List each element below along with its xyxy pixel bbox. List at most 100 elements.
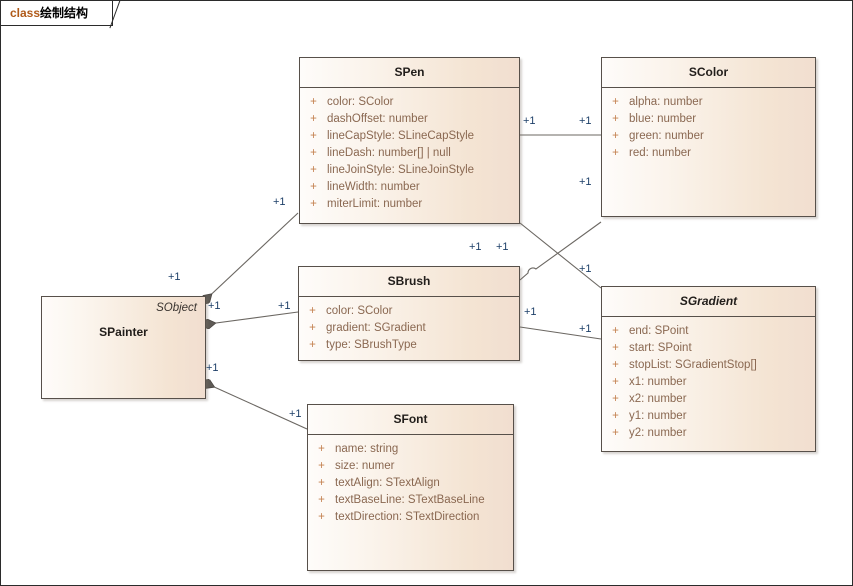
attribute-visibility: + [310,164,317,176]
link-sbrush-scolor[interactable] [519,221,602,281]
attribute-row: +lineJoinStyle: SLineJoinStyle [300,162,519,179]
attribute-row: + gradient: SGradient [299,320,519,337]
attribute-row: + x1: number [602,374,815,391]
class-box-sbrush[interactable]: SBrush +color: SColor + gradient: SGradien… [298,266,520,361]
class-box-spainter[interactable]: SObject SPainter [41,296,206,399]
attribute-row: + textAlign: STextAlign [308,475,513,492]
attribute-visibility: + [612,427,619,439]
attribute-visibility: + [612,113,619,125]
multiplicity-pen-gradient-source: +1 [469,241,482,253]
attribute-visibility: + [612,96,619,108]
attribute-signature: color: SColor [326,305,393,317]
spen-class-name: SPen [300,58,519,88]
attribute-signature: lineWidth: number [327,181,420,193]
attribute-signature: start: SPoint [629,342,692,354]
attribute-signature: textDirection: STextDirection [335,511,480,523]
sbrush-class-name: SBrush [299,267,519,297]
attribute-signature: size: numer [335,460,395,472]
multiplicity-pen-gradient-target: +1 [579,263,592,275]
attribute-visibility: + [318,511,325,523]
attribute-row: + size: numer [308,458,513,475]
link-spainter-spen[interactable] [201,212,299,304]
attribute-signature: x1: number [629,376,687,388]
attribute-signature: stopList: SGradientStop[] [629,359,757,371]
attribute-signature: name: string [335,443,399,455]
attribute-row: +x2: number [602,391,815,408]
attribute-signature: miterLimit: number [327,198,423,210]
attribute-signature: dashOffset: number [327,113,428,125]
class-box-scolor[interactable]: SColor +alpha: number+blue: number+green… [601,57,816,217]
attribute-visibility: + [612,376,619,388]
attribute-signature: type: SBrushType [326,339,417,351]
attribute-visibility: + [612,130,619,142]
attribute-visibility: + [612,359,619,371]
attribute-row: +name: string [308,441,513,458]
attribute-row: +red: number [602,145,815,162]
attribute-row: + stopList: SGradientStop[] [602,357,815,374]
attribute-visibility: + [310,113,317,125]
attribute-visibility: + [612,410,619,422]
multiplicity-painter-brush-target: +1 [278,300,291,312]
multiplicity-painter-pen-target: +1 [273,196,286,208]
attribute-visibility: + [310,147,317,159]
link-sbrush-sgradient[interactable] [519,326,602,340]
attribute-signature: gradient: SGradient [326,322,426,334]
diagram-tab[interactable]: class绘制结构 [1,1,121,29]
multiplicity-painter-brush-source: +1 [208,300,221,312]
multiplicity-brush-color-source: +1 [496,241,509,253]
attribute-visibility: + [318,477,325,489]
attribute-row: + start: SPoint [602,340,815,357]
attribute-row: + y2: number [602,425,815,442]
attribute-visibility: + [612,342,619,354]
sfont-attribute-list: +name: string+size: numer+textAlign: STe… [308,435,513,530]
spainter-parent-label: SObject [156,302,197,314]
link-spen-sgradient[interactable] [519,222,602,289]
sbrush-attribute-list: +color: SColor + gradient: SGradient +type:… [299,297,519,358]
attribute-row: +alpha: number [602,94,815,111]
attribute-signature: green: number [629,130,704,142]
multiplicity-brush-gradient-source: +1 [524,306,537,318]
attribute-signature: textAlign: STextAlign [335,477,440,489]
attribute-signature: lineDash: number[] | null [327,147,451,159]
multiplicity-painter-pen-source: +1 [168,271,181,283]
link-spainter-sbrush[interactable] [201,311,299,325]
attribute-row: +y1: number [602,408,815,425]
spainter-body: SObject SPainter [42,297,205,398]
multiplicity-pen-color-source: +1 [523,115,536,127]
multiplicity-brush-gradient-target: +1 [579,323,592,335]
attribute-row: + textDirection: STextDirection [308,509,513,526]
attribute-row: +color: SColor [299,303,519,320]
attribute-row: +color: SColor [300,94,519,111]
attribute-row: +textBaseLine: STextBaseLine [308,492,513,509]
multiplicity-painter-font-source: +1 [206,362,219,374]
spainter-class-name: SPainter [99,325,148,339]
scolor-attribute-list: +alpha: number+blue: number+green: numbe… [602,88,815,166]
class-box-sgradient[interactable]: SGradient +end: SPoint+start: SPoint+sto… [601,286,816,452]
attribute-signature: lineCapStyle: SLineCapStyle [327,130,475,142]
attribute-visibility: + [310,181,317,193]
class-box-spen[interactable]: SPen +color: SColor+dashOffset: number+l… [299,57,520,224]
attribute-row: + lineWidth: number [300,179,519,196]
attribute-signature: x2: number [629,393,687,405]
multiplicity-brush-color-target: +1 [579,176,592,188]
attribute-visibility: + [318,494,325,506]
attribute-signature: y2: number [629,427,687,439]
sfont-class-name: SFont [308,405,513,435]
attribute-visibility: + [318,460,325,472]
attribute-row: +miterLimit: number [300,196,519,213]
attribute-visibility: + [310,130,317,142]
attribute-visibility: + [309,322,316,334]
attribute-visibility: + [612,325,619,337]
attribute-row: +end: SPoint [602,323,815,340]
sgradient-class-name: SGradient [602,287,815,317]
link-spainter-sfont[interactable] [201,381,308,430]
sgradient-attribute-list: +end: SPoint+start: SPoint+stopList: SGr… [602,317,815,446]
class-box-sfont[interactable]: SFont +name: string+size: numer+textAlig… [307,404,514,571]
multiplicity-pen-color-target: +1 [579,115,592,127]
diagram-tab-name: 绘制结构 [40,6,89,20]
attribute-row: +type: SBrushType [299,337,519,354]
diagram-tab-label: class绘制结构 [10,5,88,21]
attribute-row: + green: number [602,128,815,145]
